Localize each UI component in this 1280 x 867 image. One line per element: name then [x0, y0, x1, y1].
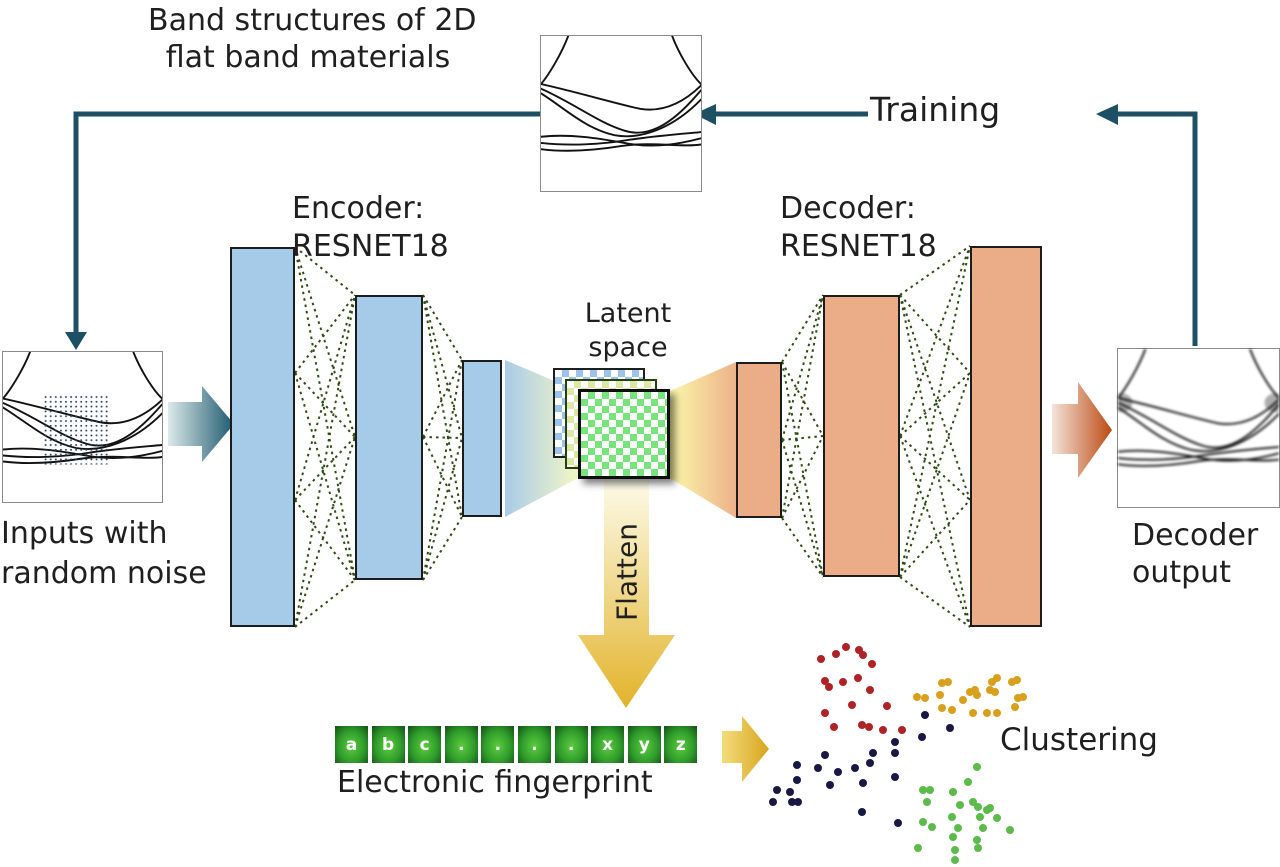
- mesh-line: [781, 435, 824, 441]
- decoder-output-label-line2: output: [1132, 555, 1231, 590]
- output-arrow-icon: [1052, 382, 1112, 478]
- decoder-label-line1: Decoder:: [780, 191, 916, 226]
- mesh-line: [294, 436, 356, 501]
- mesh-line: [294, 246, 356, 438]
- encoder-label-line2: RESNET18: [292, 229, 449, 264]
- decoder-label-line2: RESNET18: [780, 229, 937, 264]
- mesh-line: [294, 246, 356, 581]
- encoder-label: Encoder: RESNET18: [292, 190, 449, 266]
- decoder-layer-1: [736, 362, 782, 518]
- mesh-line: [781, 294, 824, 363]
- mesh-line: [781, 439, 824, 578]
- mesh-line: [781, 435, 824, 519]
- training-arrowhead-down-icon: [65, 332, 87, 350]
- latent-space-label: Latent space: [558, 297, 698, 365]
- mesh-line: [422, 516, 463, 581]
- mesh-line: [899, 435, 971, 628]
- band-structure-image-input: [2, 351, 163, 503]
- fingerprint-arrow-icon: [722, 716, 769, 782]
- training-arrowhead-left-bands-icon: [694, 104, 716, 125]
- mesh-line: [899, 435, 971, 501]
- mesh-line: [294, 372, 356, 581]
- mesh-line: [422, 436, 463, 439]
- fingerprint-cell: y: [627, 726, 661, 763]
- mesh-line: [294, 294, 356, 374]
- decoder-layer-3: [970, 246, 1042, 627]
- mesh-line: [899, 245, 971, 437]
- input-arrow-icon: [168, 386, 234, 462]
- flatten-label: Flatten: [610, 523, 644, 621]
- inputs-label-line1: Inputs with: [1, 516, 168, 551]
- mesh-line: [899, 294, 971, 374]
- mesh-line: [294, 579, 356, 628]
- mesh-line: [899, 294, 971, 628]
- mesh-line: [422, 359, 463, 581]
- fingerprint-caption: Electronic fingerprint: [337, 765, 653, 800]
- fingerprint-cell: x: [591, 726, 625, 763]
- fingerprint-cell: .: [517, 726, 551, 763]
- encoder-layer-2: [355, 295, 423, 580]
- mesh-line: [899, 245, 971, 578]
- flatten-arrow-icon: [578, 480, 675, 708]
- mesh-line: [294, 436, 356, 628]
- mesh-line: [294, 294, 356, 628]
- mesh-line: [781, 361, 824, 578]
- figure-title: Band structures of 2D flat band material…: [148, 2, 477, 76]
- encoder-layer-3: [462, 360, 502, 517]
- fingerprint-cell: b: [371, 726, 405, 763]
- mesh-line: [781, 294, 824, 519]
- mesh-line: [781, 517, 824, 578]
- mesh-line: [899, 372, 971, 437]
- mesh-line: [422, 437, 463, 581]
- mesh-line: [899, 294, 971, 501]
- latent-decoder-beam: [670, 362, 736, 518]
- figure-title-line1: Band structures of 2D: [148, 3, 477, 38]
- mesh-line: [294, 499, 356, 581]
- mesh-line: [781, 294, 824, 441]
- mesh-line: [294, 294, 356, 501]
- inputs-label: Inputs with random noise: [1, 514, 207, 594]
- mesh-line: [899, 245, 971, 296]
- encoder-label-line1: Encoder:: [292, 191, 425, 226]
- encoder-layer-1: [230, 247, 295, 627]
- layer-connection-mesh: [294, 245, 971, 628]
- fingerprint-cell: .: [444, 726, 478, 763]
- training-line-left: [73, 111, 540, 334]
- clustering-label: Clustering: [1000, 722, 1158, 758]
- latent-space-label-line2: space: [588, 332, 668, 363]
- fingerprint-cell: z: [664, 726, 698, 763]
- latent-space-label-line1: Latent: [584, 298, 672, 329]
- mesh-line: [899, 576, 971, 628]
- decoder-output-label-line1: Decoder: [1132, 518, 1259, 553]
- mesh-line: [422, 294, 463, 518]
- fingerprint-cell: c: [408, 726, 442, 763]
- decoder-label: Decoder: RESNET18: [780, 190, 937, 266]
- fingerprint-cell: .: [554, 726, 588, 763]
- fingerprint-cell: .: [481, 726, 515, 763]
- training-label: Training: [870, 90, 1001, 129]
- fingerprint-cell: a: [335, 726, 368, 763]
- inputs-label-line2: random noise: [1, 556, 207, 591]
- decoder-output-label: Decoder output: [1132, 517, 1258, 591]
- mesh-line: [422, 436, 463, 518]
- latent-square-front: [578, 389, 670, 479]
- figure-title-line2: flat band materials: [165, 40, 451, 75]
- mesh-line: [781, 361, 824, 437]
- mesh-line: [899, 499, 971, 578]
- band-structure-image-output: [1117, 348, 1280, 508]
- training-arrowhead-left-training-icon: [1096, 104, 1118, 125]
- training-line-right: [1118, 111, 1198, 346]
- random-noise-patch: [44, 394, 108, 465]
- mesh-line: [422, 359, 463, 438]
- decoder-layer-2: [823, 295, 900, 577]
- band-structure-image-top: [540, 35, 702, 192]
- mesh-line: [294, 372, 356, 438]
- mesh-line: [422, 294, 463, 439]
